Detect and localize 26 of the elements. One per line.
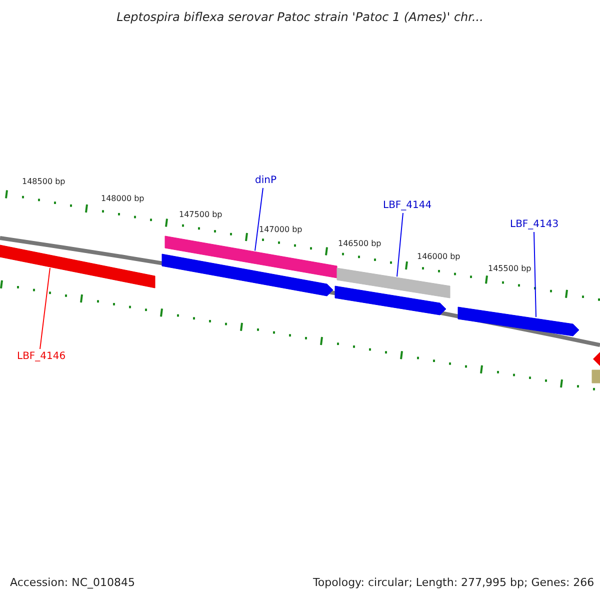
- title: Leptospira biflexa serovar Patoc strain 'Patoc 1 (Ames)' chr...: [116, 11, 484, 23]
- gene-feature: [593, 352, 600, 366]
- gene-label: LBF_4146: [17, 352, 66, 362]
- gene-feature: [458, 306, 580, 336]
- position-label: 148500 bp: [22, 178, 66, 186]
- accession-text: Accession: NC_010845: [10, 577, 136, 588]
- leader-line: [40, 268, 50, 350]
- leader-line: [396, 212, 404, 278]
- gene-feature: [0, 244, 156, 288]
- leader-line: [534, 232, 536, 318]
- position-label: 146000 bp: [417, 253, 460, 261]
- gene-feature: [592, 370, 600, 384]
- gene-label: dinP: [255, 176, 276, 186]
- gene-feature: [164, 236, 338, 278]
- gene-label: LBF_4143: [510, 220, 559, 230]
- leader-line: [254, 188, 264, 252]
- position-label: 146500 bp: [338, 240, 382, 248]
- position-label: 145500 bp: [488, 265, 532, 273]
- position-label: 148000 bp: [101, 195, 144, 203]
- position-label: 147000 bp: [259, 226, 302, 234]
- position-label: 147500 bp: [179, 211, 222, 219]
- gene-feature: [336, 268, 450, 298]
- gene-feature: [162, 254, 334, 296]
- gene-label: LBF_4144: [383, 201, 432, 211]
- gene-feature: [334, 286, 446, 316]
- genome-summary: Topology: circular; Length: 277,995 bp; Genes: 266: [313, 577, 594, 588]
